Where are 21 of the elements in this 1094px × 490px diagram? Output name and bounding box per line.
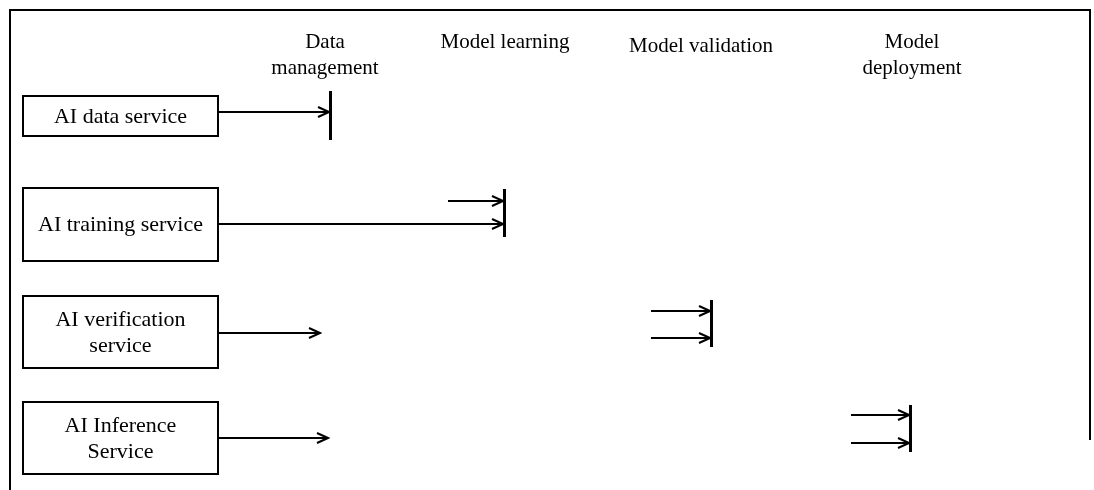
arrow — [447, 195, 504, 207]
service-box: AI verification service — [22, 295, 219, 369]
stage-heading: Model deployment — [861, 28, 963, 81]
stage-heading: Data management — [270, 28, 380, 81]
stage-heading: Model learning — [439, 28, 571, 55]
service-box: AI training service — [22, 187, 219, 262]
stage-heading: Model validation — [627, 32, 775, 59]
arrow — [650, 332, 711, 344]
service-box: AI Inference Service — [22, 401, 219, 475]
bar-marker — [909, 405, 912, 452]
arrow — [850, 409, 910, 421]
service-box: AI data service — [22, 95, 219, 137]
bar-marker — [503, 189, 506, 237]
bar-marker — [329, 91, 332, 140]
arrow — [218, 106, 330, 118]
arrow — [218, 432, 329, 444]
arrow — [650, 305, 711, 317]
arrow — [850, 437, 910, 449]
bar-marker — [710, 300, 713, 347]
arrow — [218, 327, 321, 339]
arrow — [218, 218, 504, 230]
